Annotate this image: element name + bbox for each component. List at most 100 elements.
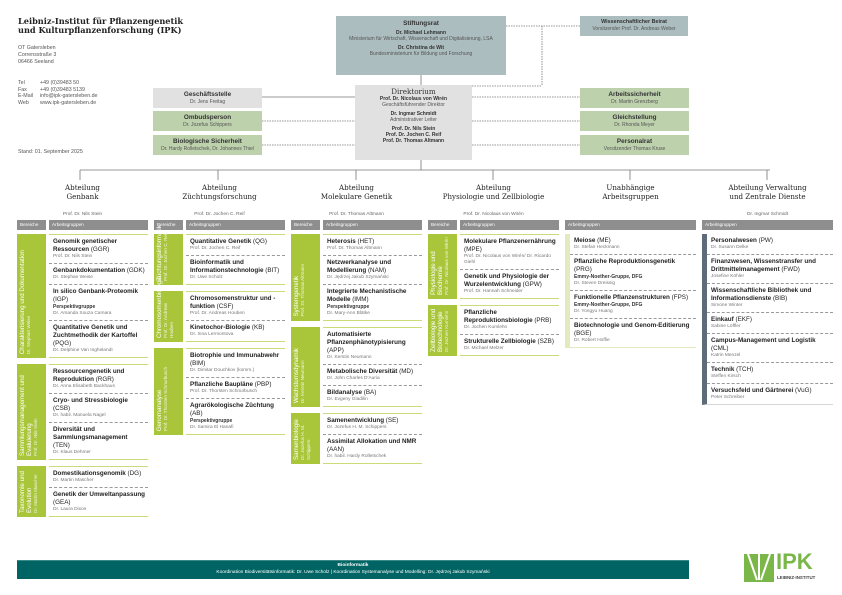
work-group[interactable]: Genetik und Physiologie der Wurzelentwic… <box>460 270 559 298</box>
group-code: (BGE) <box>574 330 592 337</box>
work-group[interactable]: Genomik genetischer Ressourcen (GGR)Prof… <box>49 235 148 264</box>
group-name: Finanzwesen, Wissenstransfer und Drittmi… <box>711 258 831 274</box>
work-group[interactable]: Metabolische Diversität (MD)Dr. John Cha… <box>323 365 422 386</box>
group-lead: Dr. John Charles D'Auria <box>327 376 380 381</box>
phone: +49 (0)39483 50 <box>40 80 80 86</box>
group-list: Domestikationsgenomik (DG)Dr. Martin Mas… <box>49 466 148 517</box>
area-name: Sammlungsmanagement und Evaluierung <box>19 375 33 456</box>
work-group[interactable]: Genetik der Umweltanpassung (GEA)Dr. Lau… <box>49 488 148 516</box>
group-lead: Prof. Dr. Thomas Altmann <box>327 246 382 251</box>
work-group[interactable]: Campus-Management und Logistik (CML)Katr… <box>707 334 833 363</box>
stiftungsrat-box: Stiftungsrat Dr. Michael Lehmann Ministe… <box>336 16 506 75</box>
work-group[interactable]: Kinetochor-Biologie (KB)Dr. Inna Lermont… <box>186 321 285 341</box>
work-group[interactable]: Chromosomenstruktur und -funktion (CSF)P… <box>186 292 285 321</box>
work-group[interactable]: Funktionelle Pflanzenstrukturen (FPS)Emm… <box>570 291 696 319</box>
group-code: (IGP) <box>53 296 69 303</box>
work-group[interactable]: Technik (TCH)Steffen Kirsch <box>707 363 833 384</box>
area-name: Systemgenetik <box>293 276 300 317</box>
person: Dr. Ingmar Schmidt <box>390 111 437 117</box>
work-group[interactable]: Quantitative Genetik und Zuchtmethodik d… <box>49 321 148 357</box>
research-area: Zellbiologie und Biotechnologie Dr. Joche… <box>428 305 559 356</box>
organization: Ministerium für Wirtschaft, Wissenschaft… <box>349 36 493 42</box>
web-link[interactable]: www.ipk-gatersleben.de <box>40 99 97 106</box>
group-name: Genetik der Umweltanpassung (GEA) <box>53 491 146 507</box>
work-group[interactable]: Ressourcengenetik und Reproduktion (RGR)… <box>49 365 148 394</box>
work-group[interactable]: Pflanzliche Reproduktionsgenetik (PRG)Em… <box>570 255 696 291</box>
work-group[interactable]: Assimilat Allokation und NMR (AAN)Dr. ha… <box>323 435 422 463</box>
title-line: Arbeitsgruppen <box>602 191 659 201</box>
group-name: Ressourcengenetik und Reproduktion (RGR) <box>53 368 146 384</box>
box-title: Wissenschaftlicher Beirat <box>601 19 667 25</box>
area-name: Zellbiologie und Biotechnologie <box>430 308 444 352</box>
work-group[interactable]: Integrierte Mechanistische Modelle (IMM)… <box>323 285 422 320</box>
group-lead: Josefine Köhler <box>711 274 745 279</box>
group-lead: Dr. Uwe Scholz <box>190 275 223 280</box>
group-lead: Dr. habil. Hardy Rolletschek <box>327 454 387 459</box>
group-list: Molekulare Pflanzenernährung (MPE)Prof. … <box>460 234 559 299</box>
work-group[interactable]: Samenentwicklung (SE)Dr. Jozefus H. M. S… <box>323 414 422 435</box>
box-title: Gleichstellung <box>612 114 657 121</box>
work-group[interactable]: Cryo- und Stressbiologie (CSB)Dr. habil.… <box>49 394 148 423</box>
work-group[interactable]: Pflanzliche Reproduktionsbiologie (PRB)D… <box>460 306 559 335</box>
group-lead: Dr. habil. Manuela Nagel <box>53 413 106 418</box>
work-group[interactable]: Bioinformatik und Informationstechnologi… <box>186 256 285 284</box>
area-lead: Prof. Dr. Thorsten Schnurbusch <box>163 366 168 431</box>
box-title: Personalrat <box>616 138 653 145</box>
work-group[interactable]: Heterosis (HET)Prof. Dr. Thomas Altmann <box>323 235 422 256</box>
work-group[interactable]: Domestikationsgenomik (DG)Dr. Martin Mas… <box>49 467 148 488</box>
contact-label: Web <box>18 99 29 106</box>
work-group[interactable]: Biotrophie und Immunabwehr (BIM)Dr. Dimi… <box>186 349 285 378</box>
area-lead: Dr. Jozefus H. M. Schippers <box>300 424 311 460</box>
work-group[interactable]: In silico Genbank-Proteomik (IGP)Perspek… <box>49 285 148 321</box>
work-group[interactable]: Finanzwesen, Wissenstransfer und Drittmi… <box>707 255 833 284</box>
work-group[interactable]: Quantitative Genetik (QG)Prof. Dr. Joche… <box>186 235 285 256</box>
group-title: Netzwerkanalyse und Modellierung <box>327 259 392 274</box>
group-name: Agrarökologische Züchtung (AB) <box>190 402 283 418</box>
group-list: Samenentwicklung (SE)Dr. Jozefus H. M. S… <box>323 413 422 464</box>
work-group[interactable]: Molekulare Pflanzenernährung (MPE)Prof. … <box>460 235 559 270</box>
work-group[interactable]: Versuchsfeld und Gärtnerei (VuG)Peter Sc… <box>707 384 833 404</box>
email-link[interactable]: info@ipk-gatersleben.de <box>40 93 98 100</box>
group-title: Metabolische Diversität <box>327 368 398 375</box>
group-list: Automatisierte Pflanzenphänotypisierung … <box>323 327 422 407</box>
work-group[interactable]: Bildanalyse (BA)Dr. Evgeny Gladilin <box>323 386 422 406</box>
work-group[interactable]: Agrarökologische Züchtung (AB)Perspektiv… <box>186 399 285 434</box>
group-lead: Dr. Jochen Kumlehn <box>464 325 508 330</box>
person: Dr. Michael Lehmann <box>395 30 446 36</box>
group-list: Pflanzliche Reproduktionsbiologie (PRB)D… <box>460 305 559 356</box>
group-code: (TCH) <box>736 366 754 373</box>
group-lead: Simone Winter <box>711 303 743 308</box>
group-name: Bioinformatik und Informationstechnologi… <box>190 259 283 275</box>
work-group[interactable]: Biotechnologie und Genom-Editierung (BGE… <box>570 319 696 347</box>
work-group[interactable]: Genbankdokumentation (GDK)Dr. Stephan We… <box>49 264 148 285</box>
contact-label: Tel <box>18 80 25 86</box>
group-title: Integrierte Mechanistische Modelle <box>327 288 407 303</box>
work-group[interactable]: Diversität und Sammlungsmanagement (TEN)… <box>49 423 148 459</box>
work-group[interactable]: Einkauf (EKF)Sabine Löffler <box>707 313 833 334</box>
work-group[interactable]: Strukturelle Zellbiologie (SZB)Dr. Micha… <box>460 335 559 355</box>
work-group[interactable]: Meiose (ME)Dr. Stefan Heckmann <box>570 234 696 255</box>
group-lead: Prof. Dr. Thorsten Schnurbusch <box>190 389 258 394</box>
work-group[interactable]: Personalwesen (PW)Dr. Susann Delke <box>707 234 833 255</box>
work-group[interactable]: Pflanzliche Baupläne (PBP)Prof. Dr. Thor… <box>186 378 285 399</box>
work-group[interactable]: Netzwerkanalyse und Modellierung (NAM)Dr… <box>323 256 422 285</box>
work-group[interactable]: Wissenschaftliche Bibliothek und Informa… <box>707 284 833 313</box>
group-code: (CML) <box>711 345 729 352</box>
group-name: Technik (TCH) <box>711 366 831 374</box>
area-name: Genomanalyse <box>156 389 163 431</box>
work-group[interactable]: Automatisierte Pflanzenphänotypisierung … <box>323 328 422 365</box>
group-name: Automatisierte Pflanzenphänotypisierung … <box>327 331 420 355</box>
